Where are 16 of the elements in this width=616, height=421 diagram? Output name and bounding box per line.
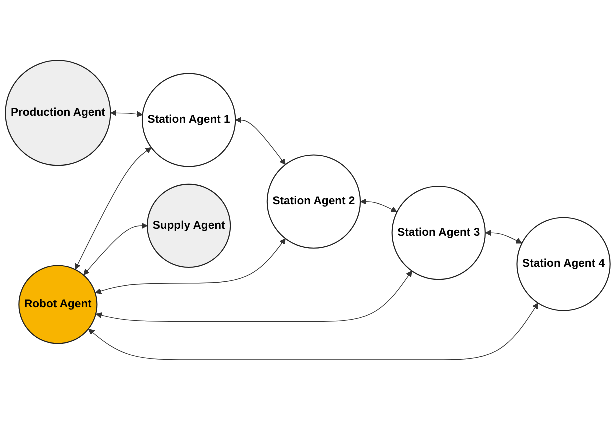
node-circle: Station Agent 4: [516, 217, 611, 312]
node-circle: Production Agent: [5, 60, 112, 166]
arrow: [360, 198, 398, 213]
arrow: [88, 303, 539, 361]
node-circle: Supply Agent: [147, 184, 232, 268]
node-circle: Station Agent 3: [392, 186, 486, 280]
arrow: [236, 117, 286, 166]
arrow: [110, 110, 144, 118]
node-circle: Station Agent 2: [266, 154, 362, 250]
node-circle: Station Agent 1: [142, 73, 236, 168]
arrow: [95, 238, 286, 295]
arrow: [96, 271, 412, 322]
arrow: [485, 230, 522, 244]
arrow: [84, 223, 148, 276]
arrow: [75, 148, 152, 270]
node-circle: Robot Agent: [18, 265, 98, 344]
